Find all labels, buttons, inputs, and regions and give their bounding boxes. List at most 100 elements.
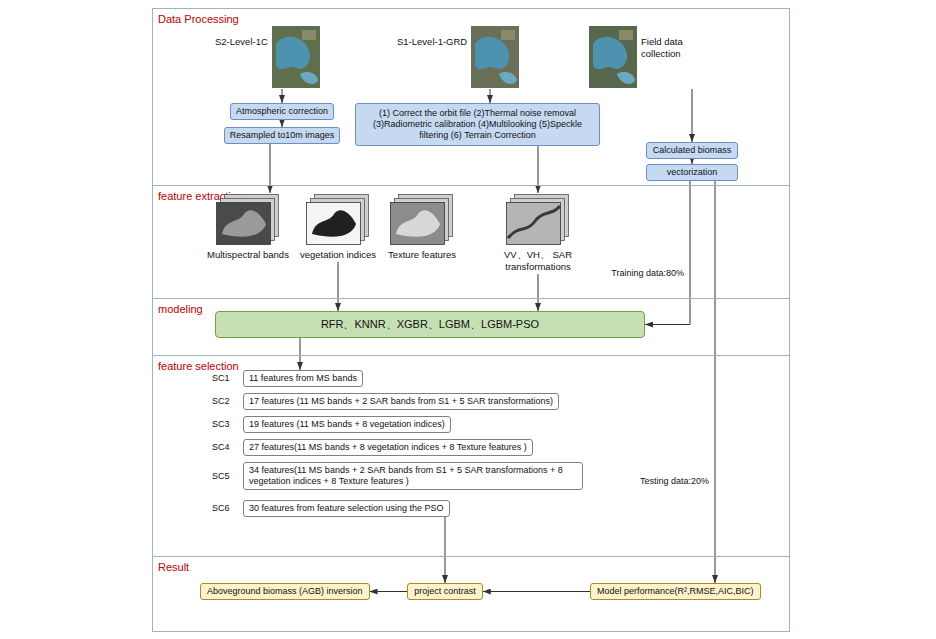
scheme-text: 27 features(11 MS bands + 8 vegetation i… (243, 439, 533, 456)
flow-arrow (445, 517, 446, 583)
scheme-label: SC1 (212, 373, 240, 384)
result-box: Model performance(R²,RMSE,AIC,BIC) (590, 583, 761, 600)
layer-pattern (312, 210, 356, 236)
scheme-text: 17 features (11 MS bands + 2 SAR bands f… (243, 393, 559, 410)
section-band: feature selectionSC111 features from MS … (152, 355, 790, 557)
satellite-picture (471, 26, 519, 88)
node-label: project contrast (414, 586, 476, 597)
layer-image (391, 203, 445, 245)
selection-panel (206, 363, 629, 549)
dashed-group (201, 23, 741, 99)
scheme-text: 19 features (11 MS bands + 8 vegetation … (243, 416, 451, 433)
feature-stack: VV、VH、 SAR transformations (481, 193, 595, 274)
land-patch (501, 30, 515, 40)
feature-stack: vegetation indices (299, 193, 377, 262)
section-band: Data ProcessingS2-Level-1C S1-Level-1-GRD… (152, 8, 790, 186)
water-area (300, 72, 318, 84)
land-patch (619, 30, 633, 40)
feature-stack: Texture features (387, 193, 457, 262)
process-box: Calculated biomass (646, 142, 738, 159)
node-label: S1-Level-1-GRD (397, 36, 467, 48)
edge-label: Testing data:20% (638, 476, 711, 487)
layer-pattern (508, 206, 560, 238)
flow-arrow (490, 89, 491, 103)
section-heading: Data Processing (153, 12, 239, 26)
land-patch (302, 30, 316, 40)
model-box: RFR、KNNR、XGBR、LGBM、LGBM-PSO (215, 311, 645, 338)
scheme-text: 34 features(11 MS bands + 2 SAR bands fr… (243, 462, 583, 490)
node-label: Model performance(R²,RMSE,AIC,BIC) (597, 586, 754, 597)
flow-arrow (300, 338, 301, 370)
flow-arrow (715, 181, 716, 583)
scheme-label: SC5 (212, 471, 240, 482)
layer-image (307, 203, 361, 245)
scheme-label: SC3 (212, 419, 240, 430)
process-box: Resampled to10m images (224, 127, 341, 144)
process-box: Atmospheric correction (230, 103, 334, 120)
flow-arrow (370, 591, 408, 592)
dashed-group (471, 191, 607, 295)
flow-arrow (538, 274, 539, 311)
data-source: Field data collection (588, 25, 708, 89)
result-box: Aboveground biomass (AGB) inversion (200, 583, 370, 600)
water-area (475, 37, 509, 69)
image-stack (306, 194, 370, 246)
section-heading: feature selection (153, 359, 239, 373)
image-stack (506, 194, 570, 246)
node-label: vegetation indices (300, 249, 376, 261)
scheme-label: SC4 (212, 442, 240, 453)
section-heading: modeling (153, 302, 203, 316)
process-box: (1) Correct the orbit file (2)Thermal no… (355, 103, 600, 146)
layer-pattern (396, 210, 440, 236)
satellite-picture (272, 26, 320, 88)
section-band: feature extractionMultispectral bandsveg… (152, 185, 790, 299)
satellite-picture (589, 26, 637, 88)
node-label: Field data collection (641, 36, 703, 60)
node-label: Aboveground biomass (AGB) inversion (207, 586, 363, 597)
node-label: Multispectral bands (207, 249, 289, 261)
node-label: vectorization (652, 167, 732, 178)
section-band: modelingRFR、KNNR、XGBR、LGBM、LGBM-PSO (152, 298, 790, 356)
edge-label: Training data:80% (609, 268, 686, 279)
water-area (593, 37, 627, 69)
data-source: S2-Level-1C (210, 25, 321, 89)
water-area (617, 72, 635, 84)
layer-image (507, 203, 561, 245)
scheme-box: SC111 features from MS bands (212, 370, 363, 387)
feature-stack: Multispectral bands (206, 193, 290, 262)
layer-pattern (222, 210, 266, 236)
node-label: VV、VH、 SAR transformations (482, 249, 594, 273)
edge-label-holder: Testing data:20% (638, 470, 711, 488)
scheme-box: SC319 features (11 MS bands + 8 vegetati… (212, 416, 451, 433)
scheme-label: SC2 (212, 396, 240, 407)
node-label: RFR、KNNR、XGBR、LGBM、LGBM-PSO (224, 318, 636, 331)
flow-arrow (338, 262, 339, 311)
image-stack (216, 194, 280, 246)
dashed-group (199, 191, 465, 295)
layer-image (216, 203, 270, 245)
section-heading: Result (153, 560, 189, 574)
edge-label-holder: Training data:80% (609, 262, 686, 280)
scheme-text: 30 features from feature selection using… (243, 500, 450, 517)
scheme-box: SC534 features(11 MS bands + 2 SAR bands… (212, 462, 583, 490)
node-label: Calculated biomass (652, 145, 732, 156)
node-label: Atmospheric correction (236, 106, 328, 117)
flow-arrow (282, 120, 283, 127)
flow-arrow (483, 591, 590, 592)
scheme-box: SC217 features (11 MS bands + 2 SAR band… (212, 393, 559, 410)
flow-arrow (645, 181, 690, 325)
scheme-box: SC427 features(11 MS bands + 8 vegetatio… (212, 439, 533, 456)
water-area (276, 37, 310, 69)
flow-arrow (282, 89, 283, 103)
satellite-image (471, 26, 519, 88)
node-label: Texture features (388, 249, 456, 261)
water-area (499, 72, 517, 84)
node-label: Resampled to10m images (230, 130, 335, 141)
scheme-text: 11 features from MS bands (243, 370, 363, 387)
scheme-box: SC630 features from feature selection us… (212, 500, 450, 517)
result-box: project contrast (407, 583, 483, 600)
satellite-image (589, 26, 637, 88)
image-stack (390, 194, 454, 246)
